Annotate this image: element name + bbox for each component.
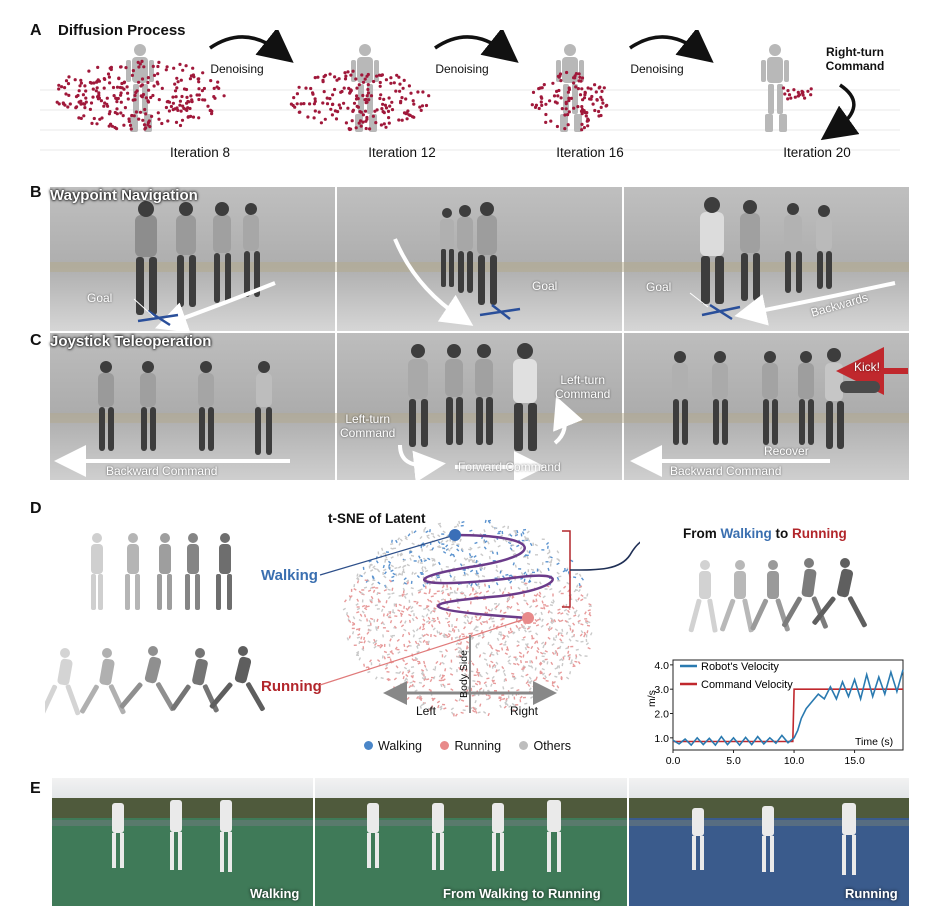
tsne-title: t-SNE of Latent [328, 511, 426, 526]
panel-c-title: Joystick Teleoperation [50, 333, 212, 350]
walking-marker [449, 529, 461, 541]
y-tick-label: 1.0 [654, 733, 669, 745]
forward-command-label: Forward Command [458, 460, 561, 474]
iteration-label-8: Iteration 8 [169, 145, 231, 160]
running-connector [319, 617, 529, 686]
denoising-arrow-2 [434, 30, 519, 63]
walking-label: Walking [261, 567, 318, 584]
outdoor-label-transition: From Walking to Running [443, 886, 601, 901]
right-turn-arrow [820, 83, 860, 141]
denoising-arrow-3 [629, 30, 714, 63]
outdoor-photos [52, 778, 909, 906]
backward-command-label-2: Backward Command [670, 464, 782, 478]
chart-ylabel: m/s [646, 690, 658, 707]
x-tick-label: 10.0 [784, 755, 805, 767]
axis-right-label: Right [510, 704, 539, 718]
noise-points-iter20 [781, 86, 813, 101]
robot-figure-iter12 [351, 44, 379, 132]
legend-running: Running [440, 739, 501, 753]
panel-a-title: Diffusion Process [58, 22, 186, 39]
velocity-chart: 0.0 5.0 10.0 15.0 1.0 2.0 3.0 4.0 Robot's Veloc… [646, 659, 904, 767]
axis-body-side-label: Body Side [457, 650, 470, 698]
kick-label: Kick! [854, 360, 881, 374]
running-label: Running [261, 678, 322, 695]
panel-letter-c: C [30, 332, 42, 349]
series-line-robot-velocity [672, 669, 904, 747]
denoising-label-2: Denoising [435, 62, 489, 76]
walking-robot-sequence [91, 533, 232, 610]
legend-walking: Walking [364, 739, 422, 753]
y-tick-label: 3.0 [654, 684, 669, 696]
tsne-scatter [319, 519, 640, 717]
transition-title: From Walking to Running [683, 526, 847, 541]
y-tick-label: 2.0 [654, 709, 669, 721]
chart-plot-area [672, 659, 904, 751]
chart-xlabel: Time (s) [855, 736, 893, 748]
transition-trajectory [422, 533, 554, 620]
running-marker [522, 612, 534, 624]
diffusion-illustration [40, 30, 900, 151]
recover-label: Recover [764, 444, 809, 458]
noise-points-iter8 [55, 59, 226, 131]
noise-points-iter12 [289, 69, 431, 132]
noise-points-iter16 [530, 70, 609, 132]
joystick-teleoperation-photos [50, 333, 909, 480]
legend-text-command-velocity: Command Velocity [701, 679, 793, 691]
panel-letter-d: D [30, 500, 42, 517]
panel-b-title: Waypoint Navigation [50, 187, 198, 204]
backward-command-label-1: Backward Command [106, 464, 218, 478]
denoising-arrow-1 [209, 30, 294, 63]
goal-label-3: Goal [646, 280, 672, 294]
chart-lines [672, 669, 904, 747]
waypoint-navigation-photos [50, 187, 909, 331]
x-tick-label: 15.0 [844, 755, 865, 767]
bracket [562, 530, 571, 608]
y-tick-label: 4.0 [654, 660, 669, 672]
denoising-label-1: Denoising [210, 62, 264, 76]
x-tick-label: 0.0 [666, 755, 681, 767]
panel-letter-b: B [30, 184, 42, 201]
iteration-label-12: Iteration 12 [368, 145, 436, 160]
panel-letter-e: E [30, 780, 41, 797]
denoising-label-3: Denoising [630, 62, 684, 76]
legend-text-robot-velocity: Robot's Velocity [701, 661, 779, 673]
transition-robot-sequence [688, 558, 867, 633]
outdoor-label-walking: Walking [250, 886, 300, 901]
bracket-connector [569, 541, 640, 571]
legend-others: Others [519, 739, 571, 753]
x-tick-label: 5.0 [726, 755, 741, 767]
outdoor-label-running: Running [845, 886, 898, 901]
axis-left-label: Left [416, 704, 437, 718]
running-robot-sequence [45, 646, 265, 716]
iteration-label-20: Iteration 20 [783, 145, 851, 160]
series-line-command-velocity [673, 688, 903, 743]
iteration-label-16: Iteration 16 [556, 145, 624, 160]
panel-letter-a: A [30, 22, 42, 39]
chart-ticks: 0.0 5.0 10.0 15.0 1.0 2.0 3.0 4.0 [654, 660, 865, 767]
robot-figure-iter20 [761, 44, 789, 132]
chart-legend: Robot's Velocity Command Velocity [680, 661, 793, 691]
goal-label-2: Goal [532, 279, 558, 293]
goal-label-1: Goal [87, 291, 113, 305]
tsne-legend: Walking Running Others [364, 737, 585, 755]
walking-connector [319, 534, 456, 576]
